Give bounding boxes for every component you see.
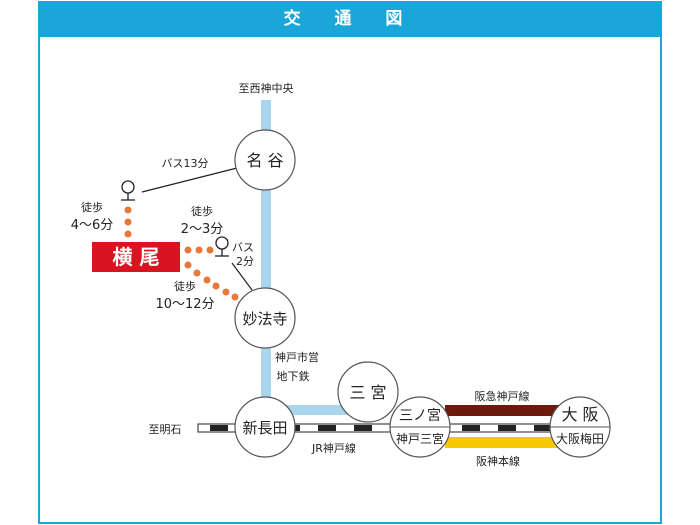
route-label: 徒歩 <box>81 200 103 214</box>
route-label: バス13分 <box>162 157 209 170</box>
origin-label: 横 尾 <box>113 245 160 269</box>
line-label-hankyu: 阪急神戸線 <box>475 389 530 403</box>
bus-stop-icon <box>121 180 135 201</box>
station-myodani[interactable] <box>234 129 296 191</box>
hanshin-line <box>445 437 560 448</box>
station-label: 妙法寺 <box>242 310 287 328</box>
route-label: 2分 <box>236 255 254 268</box>
station-label: 神戸三宮 <box>396 431 444 446</box>
hankyu-line <box>445 405 560 416</box>
route-label: 徒歩 <box>174 279 196 293</box>
line-label-subway: 地下鉄 <box>277 369 310 383</box>
destination-north: 至西神中央 <box>239 81 294 95</box>
route-label: 4〜6分 <box>71 218 114 233</box>
station-shin-nagata[interactable] <box>234 396 296 458</box>
station-label: 新長田 <box>242 419 287 437</box>
line-label-subway: 神戸市営 <box>275 350 319 364</box>
station-label: 大阪梅田 <box>556 431 604 446</box>
destination-west: 至明石 <box>149 423 182 436</box>
route-label: バス <box>232 241 254 254</box>
walk-route-dots <box>124 206 239 301</box>
route-label: 徒歩 <box>191 204 213 218</box>
station-label: 三ノ宮 <box>399 408 441 424</box>
subway-line-east <box>266 405 366 415</box>
line-label-hanshin: 阪神本線 <box>476 454 520 468</box>
bus-stop-icon <box>215 236 229 257</box>
subway-line <box>261 100 271 420</box>
origin-box <box>92 242 180 272</box>
route-label: 10〜12分 <box>155 297 214 312</box>
station-sannomiya-subway[interactable] <box>337 361 399 423</box>
bus-route-myohoji <box>231 262 253 291</box>
station-label: 三 宮 <box>349 383 386 402</box>
station-myohoji[interactable] <box>234 287 296 349</box>
page-title: 交 通 図 <box>38 1 662 37</box>
bus-route-myodani <box>141 167 238 193</box>
station-label: 名 谷 <box>246 151 283 170</box>
line-label-jr: JR神戸線 <box>311 441 356 455</box>
route-label: 2〜3分 <box>181 222 224 237</box>
station-label: 大 阪 <box>561 405 598 424</box>
